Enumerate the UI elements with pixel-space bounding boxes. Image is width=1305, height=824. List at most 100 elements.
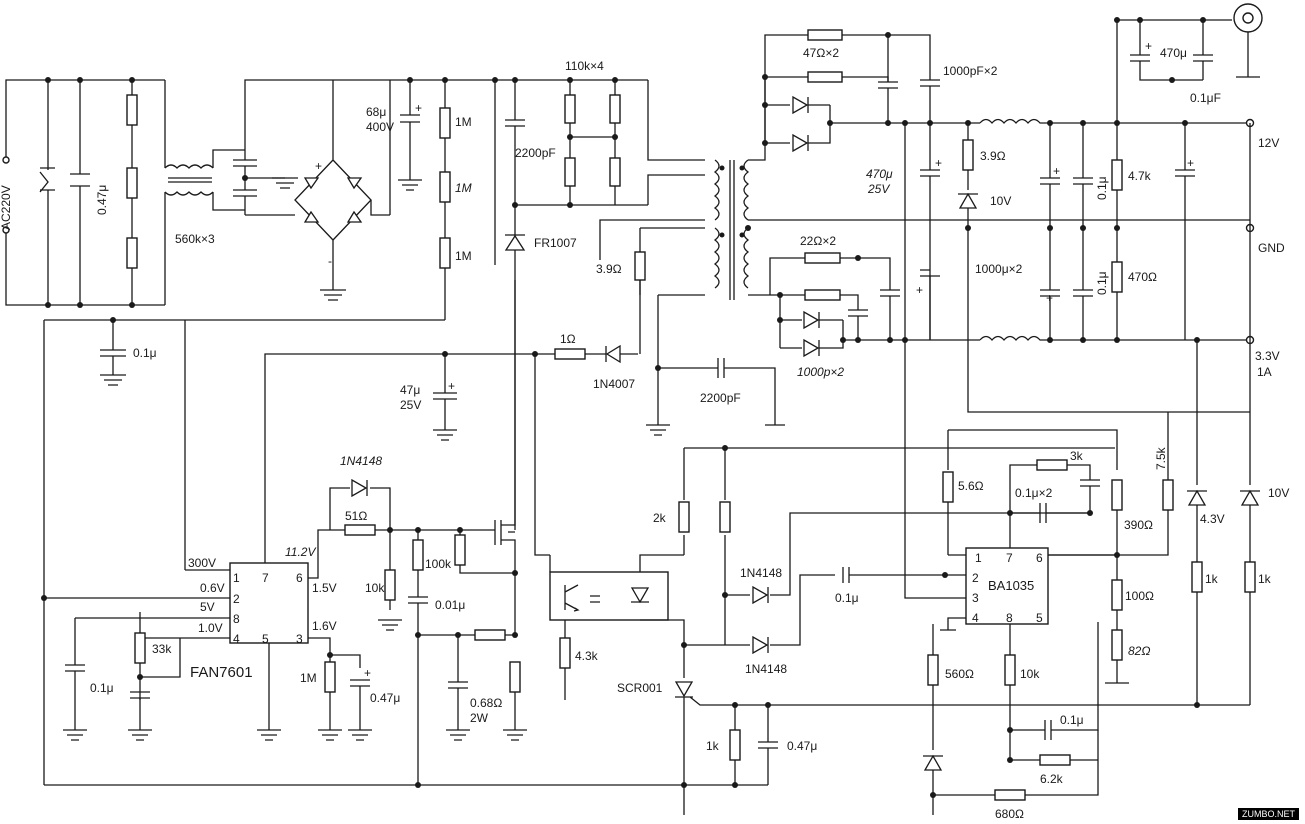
- label-d-4v3: 4.3V: [1200, 512, 1225, 526]
- label-r-2k: 2k: [653, 511, 667, 525]
- ba1035-pin-2: 2: [972, 571, 979, 585]
- ba1035-ic: [965, 547, 1049, 625]
- fan7601-pin-5: 5: [262, 632, 269, 646]
- label-c-047u-scr: 0.47μ: [787, 739, 817, 753]
- label-r-470r: 470Ω: [1128, 270, 1157, 284]
- resistor-47r-2: [807, 71, 843, 83]
- resistor-560k-1: [126, 94, 138, 126]
- label-gnd: GND: [1258, 241, 1285, 255]
- label-c-01u-sec1: 0.1μ: [1095, 176, 1109, 200]
- label-out-3v3: 3.3V: [1255, 349, 1280, 363]
- label-r-3k: 3k: [1070, 449, 1084, 463]
- resistor-51r: [344, 524, 376, 536]
- resistor-4k7: [1111, 159, 1123, 191]
- input-section: + - +: [2, 77, 495, 785]
- resistor-1k-a: [1191, 561, 1203, 593]
- label-r-10k-ba: 10k: [1020, 667, 1040, 681]
- ba1035-pin-1: 1: [975, 551, 982, 565]
- label-v1-5: 1.5V: [312, 581, 337, 595]
- label-ba1035: BA1035: [988, 578, 1034, 593]
- common-mode-choke: [164, 164, 214, 196]
- label-r-1m-c: 1M: [455, 249, 472, 263]
- resistor-6k2: [1039, 754, 1071, 766]
- label-c-68u-v: 400V: [366, 120, 394, 134]
- diode-1n4148-a: [752, 585, 769, 605]
- label-d-1n4148-top: 1N4148: [340, 454, 382, 468]
- label-r-1m-fan: 1M: [300, 671, 317, 685]
- resistor-100k-b: [454, 534, 466, 566]
- label-r-100r: 100Ω: [1125, 589, 1154, 603]
- fan7601-pin-1: 1: [233, 571, 240, 585]
- resistor-3k: [1036, 459, 1068, 471]
- label-r-1m-a: 1M: [455, 115, 472, 129]
- label-r-51r: 51Ω: [345, 509, 367, 523]
- resistor-1m-c: [439, 237, 451, 269]
- resistor-1m-a: [439, 107, 451, 139]
- label-c-2200p-top: 2200pF: [515, 146, 556, 160]
- minus-sign: -: [328, 254, 332, 268]
- ba1035-pin-6: 6: [1036, 551, 1043, 565]
- label-c-01uf-top: 0.1μF: [1190, 91, 1221, 105]
- varistor-symbol: [39, 167, 55, 193]
- label-scr: SCR001: [617, 681, 663, 695]
- label-c-470u-top: 470μ: [1160, 46, 1187, 60]
- ba1035-section: 1 7 6 2 3 4 8 5: [904, 123, 1260, 815]
- resistor-100r: [1111, 579, 1123, 611]
- label-d-1n4148-b: 1N4148: [745, 662, 787, 676]
- label-v1-0: 1.0V: [198, 621, 223, 635]
- resistor-4k3: [559, 637, 571, 669]
- svg-text:+: +: [415, 101, 422, 115]
- svg-text:+: +: [1053, 164, 1060, 178]
- label-r-560r: 560Ω: [945, 667, 974, 681]
- ba1035-pin-4: 4: [972, 611, 979, 625]
- resistor-82r: [1111, 629, 1123, 661]
- label-c-1000p-top: 1000pF×2: [943, 64, 998, 78]
- label-out-12v: 12V: [1258, 136, 1279, 150]
- label-r-5r6: 5.6Ω: [958, 479, 984, 493]
- label-r-1m-b: 1M: [455, 181, 472, 195]
- resistor-10k-ba: [1004, 654, 1016, 686]
- label-r-4k3: 4.3k: [575, 649, 599, 663]
- resistor-1r: [554, 348, 586, 360]
- resistor-1k-scr: [729, 729, 741, 761]
- label-c-68u: 68μ: [366, 105, 386, 119]
- plus-sign: +: [315, 159, 322, 173]
- diode-1n4148-top: [351, 478, 368, 498]
- label-c-047u-fan: 0.47μ: [370, 691, 400, 705]
- resistor-2k: [678, 501, 690, 533]
- label-out-3v3-current: 1A: [1257, 365, 1272, 379]
- resistor-1k-b: [1244, 561, 1256, 593]
- label-v11-2: 11.2V: [285, 545, 316, 559]
- label-c-2200p-bot: 2200pF: [700, 391, 741, 405]
- label-v0-6: 0.6V: [200, 581, 225, 595]
- resistor-0r68: [509, 661, 521, 693]
- resistor-7k5: [1162, 479, 1174, 511]
- fan7601-pin-6: 6: [296, 571, 303, 585]
- fan7601-pin-4: 4: [233, 632, 240, 646]
- label-r-3r9-pri: 3.9Ω: [596, 262, 622, 276]
- svg-text:+: +: [1187, 156, 1194, 170]
- label-v300: 300V: [188, 556, 216, 570]
- label-r-6k2: 6.2k: [1040, 772, 1064, 786]
- label-r-110k: 110k×4: [565, 59, 604, 73]
- label-r-390: 390Ω: [1124, 518, 1153, 532]
- label-v1-6: 1.6V: [312, 619, 337, 633]
- label-r-100k: 100k: [425, 557, 452, 571]
- scr-symbol: [674, 681, 694, 698]
- label-r-82r: 82Ω: [1128, 644, 1150, 658]
- resistor-560r: [927, 654, 939, 686]
- zener-4v3: [1187, 489, 1207, 506]
- fan7601-pin-3: 3: [296, 632, 303, 646]
- resistor-390r: [1111, 479, 1123, 511]
- secondary-section: + + + + +: [745, 3, 1263, 413]
- label-r-7k5: 7.5k: [1154, 446, 1168, 470]
- resistor-110k-1: [564, 94, 576, 124]
- label-r-22r: 22Ω×2: [800, 234, 836, 248]
- label-c-47u: 47μ: [400, 383, 420, 397]
- label-c-01u-fan: 0.1μ: [90, 681, 114, 695]
- label-c-01u-sec2: 0.1μ: [1095, 271, 1109, 295]
- inductor-3v3: [979, 335, 1250, 341]
- resistor-47r-1: [807, 29, 843, 41]
- fan7601-pin-2: 2: [233, 592, 240, 606]
- svg-text:+: +: [448, 379, 455, 393]
